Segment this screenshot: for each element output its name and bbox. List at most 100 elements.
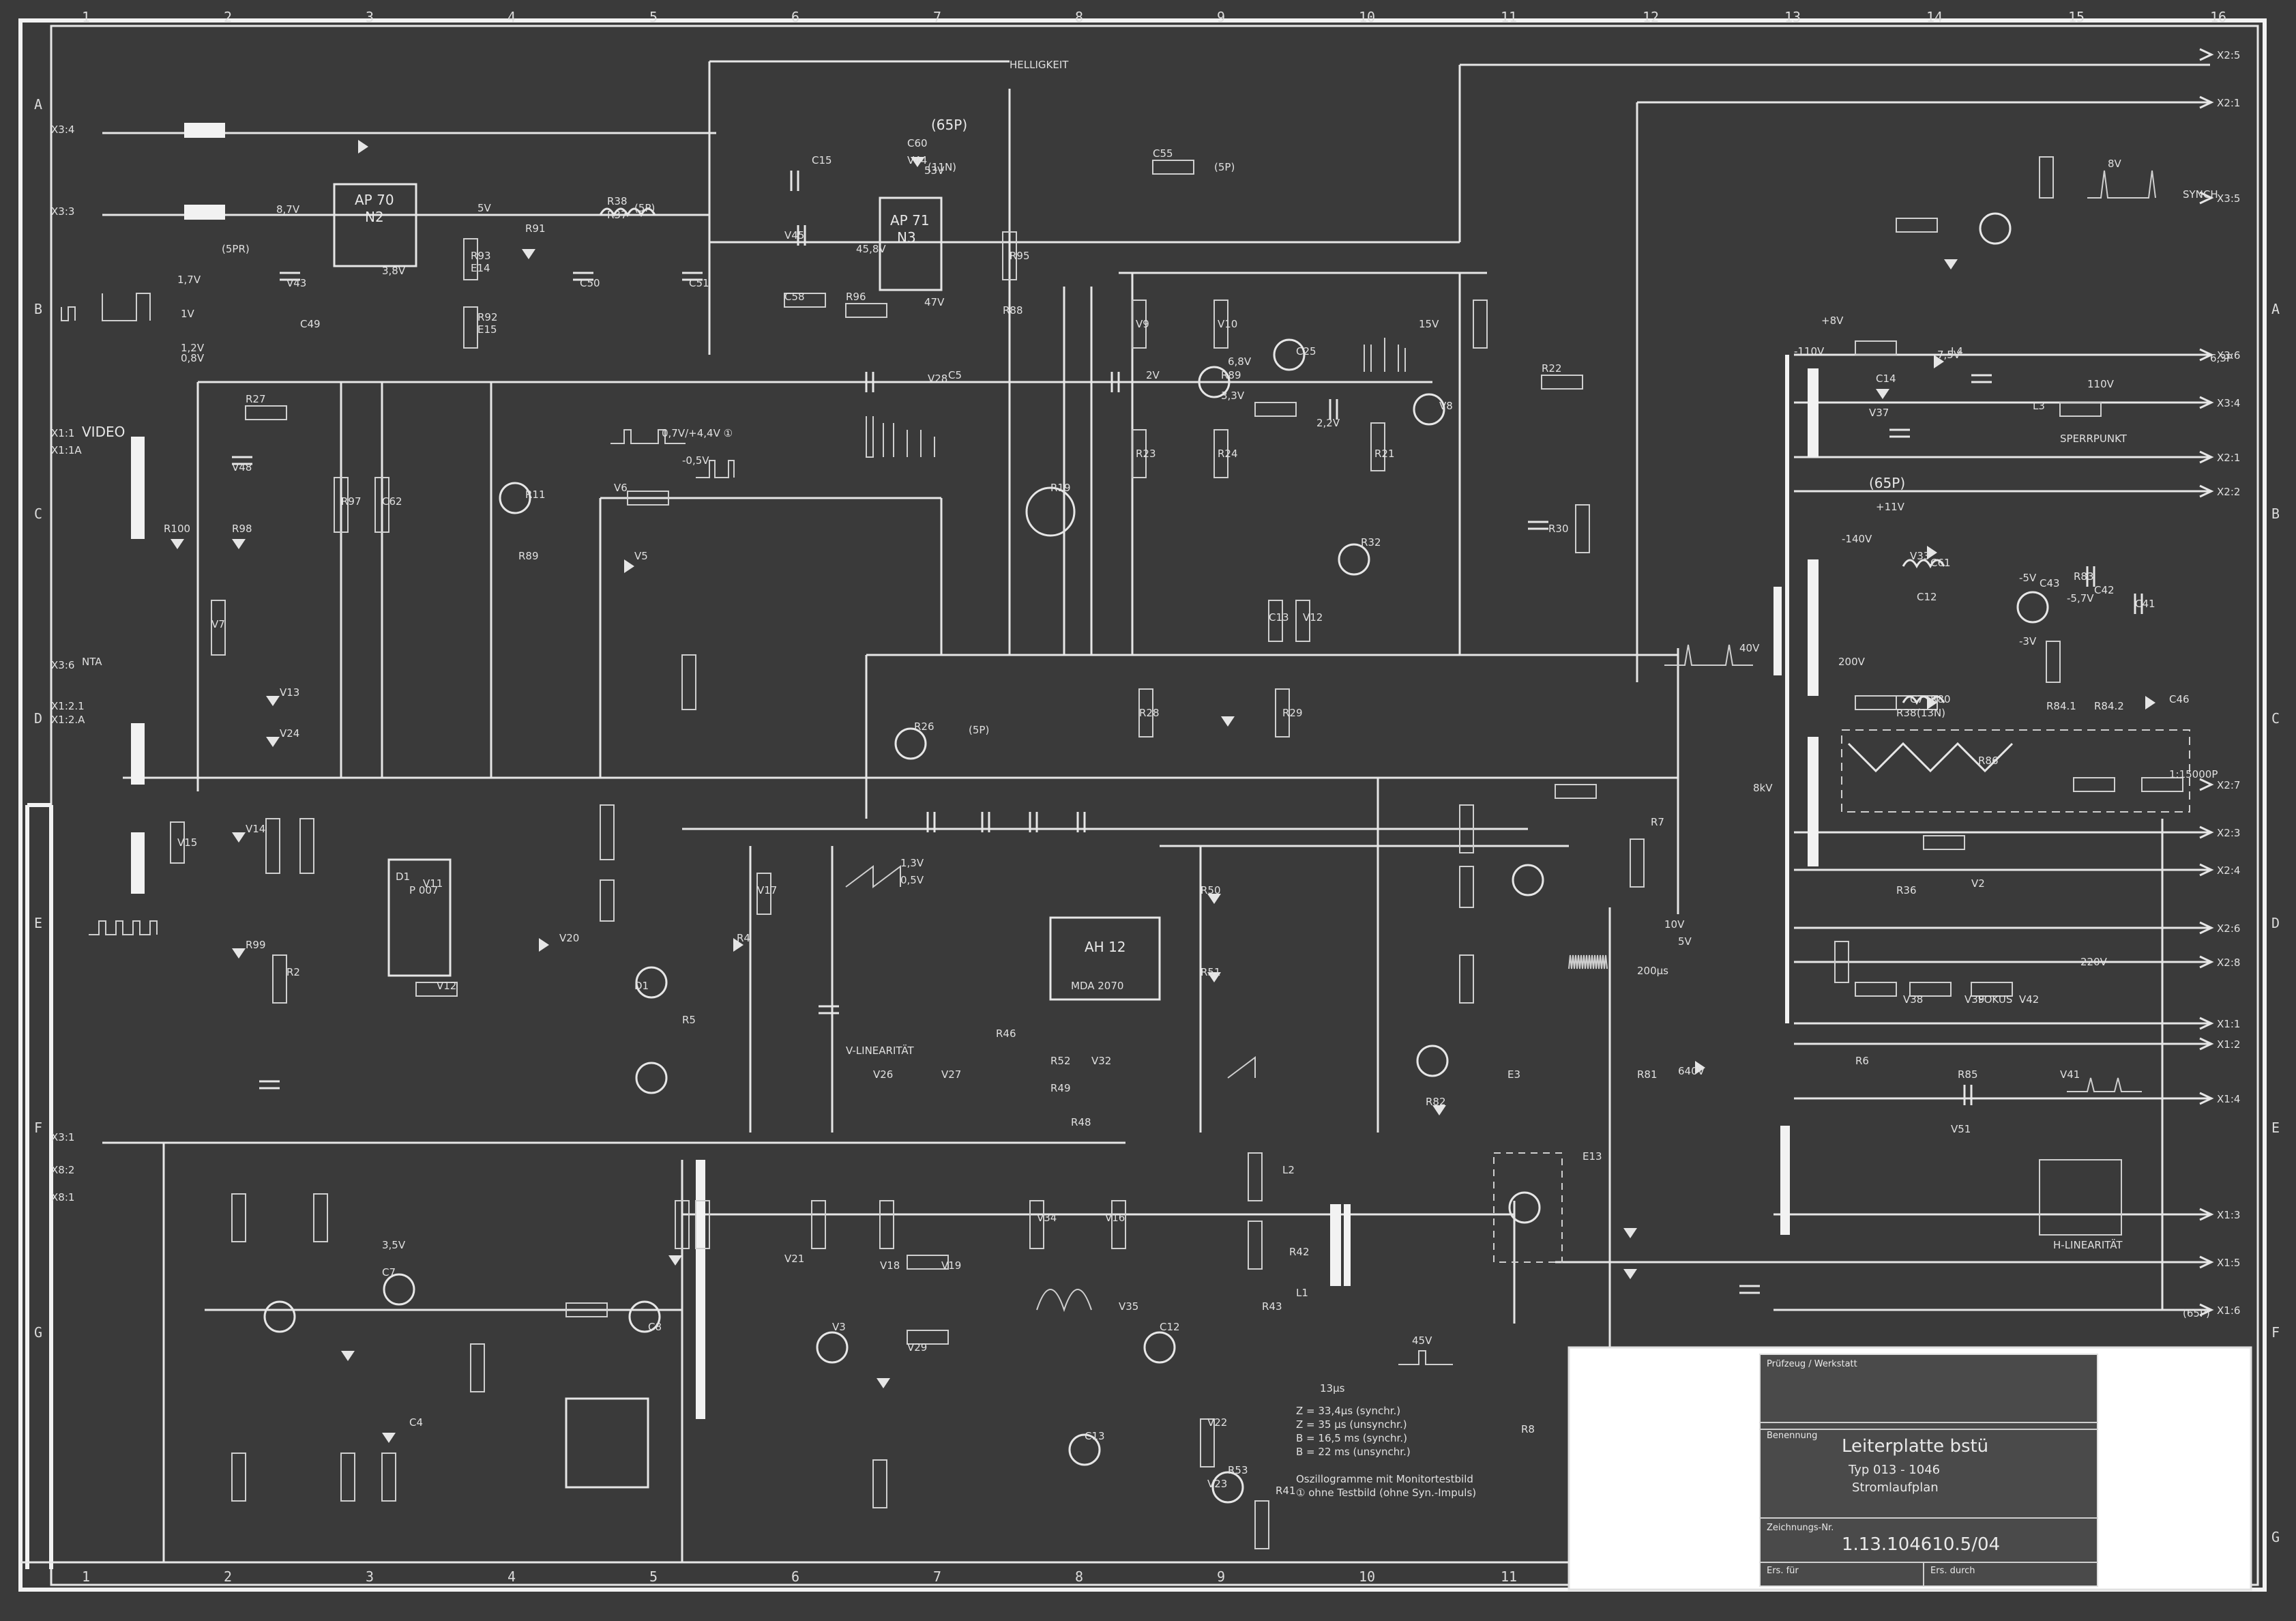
- label-v11: 1,2V: [181, 342, 205, 354]
- resistors: [170, 156, 2183, 1549]
- component-ref-106: V23: [1207, 1478, 1227, 1490]
- component-ref-72: C12: [1917, 591, 1937, 603]
- component-ref-9: V44: [907, 154, 927, 166]
- component-ref-96: C7: [382, 1266, 396, 1279]
- component-ref-117: R80: [1930, 693, 1951, 705]
- component-ref-99: C12: [1160, 1321, 1180, 1333]
- label-v32: 13µs: [1320, 1382, 1345, 1394]
- grid-row-right-G: G: [2271, 1529, 2280, 1545]
- grid-row-right-D: D: [2271, 915, 2280, 931]
- connector-arrow-12: [2199, 1017, 2214, 1030]
- grid-col-bottom-3: 3: [366, 1568, 374, 1585]
- tb-drawing-number: 1.13.104610.5/04: [1842, 1534, 2000, 1555]
- label-v17: 6,3P: [2210, 352, 2233, 364]
- outer-frame: [18, 18, 2267, 1592]
- grid-row-right-B: B: [2271, 506, 2280, 522]
- component-ref-120: L1: [1296, 1287, 1308, 1299]
- component-ref-101: R53: [1228, 1464, 1248, 1476]
- grid-col-bottom-5: 5: [649, 1568, 658, 1585]
- component-ref-8: C60: [907, 137, 928, 149]
- component-ref-53: D1: [634, 980, 649, 992]
- component-ref-113: R41: [1276, 1485, 1296, 1497]
- component-ref-66: R52: [1050, 1055, 1071, 1067]
- component-ref-39: R11: [525, 488, 546, 501]
- label-v16: 7,5V: [1937, 349, 1961, 361]
- connector-left-5: X1:2.1: [51, 700, 85, 712]
- connector-right-13: X1:2: [2217, 1038, 2240, 1051]
- component-ref-42: V6: [614, 482, 628, 494]
- component-ref-64: R50: [1201, 884, 1221, 896]
- waveforms: [61, 170, 2156, 1365]
- component-ref-13: C55: [1153, 147, 1173, 160]
- right-connector-arrows: [2199, 48, 2214, 1317]
- grid-col-bottom-4: 4: [507, 1568, 516, 1585]
- component-ref-45: R98: [232, 523, 252, 535]
- label-v36: 0,5V: [900, 874, 924, 886]
- left-connector-labels: X3:4X3:3X1:1X1:1AX3:6X1:2.1X1:2.AX3:1X8:…: [51, 123, 85, 1203]
- capacitors: [232, 171, 2143, 1294]
- component-ref-1: R92: [477, 311, 498, 323]
- ic-ap70-ref: AP 70: [355, 192, 394, 208]
- grid-col-bottom-11: 11: [1501, 1568, 1517, 1585]
- label-v6: 8,7V: [276, 203, 300, 216]
- label-v1: 0,7V/+4,4V ①: [662, 427, 733, 439]
- label-v35: 2,2V: [1316, 417, 1340, 429]
- component-ref-12: R96: [846, 291, 866, 303]
- grid-col-top-16: 16: [2210, 9, 2226, 25]
- connector-arrow-10: [2199, 921, 2214, 935]
- component-ref-95: C4: [409, 1416, 423, 1429]
- tb-org-label: Prüfzeug / Werkstatt: [1767, 1359, 1857, 1369]
- component-ref-59: V26: [873, 1068, 893, 1081]
- connector-left-2: X1:1: [51, 427, 74, 439]
- component-ref-23: V10: [1218, 318, 1237, 330]
- component-ref-7: C15: [812, 154, 832, 166]
- component-ref-77: V38: [1903, 993, 1923, 1006]
- component-ref-115: R38: [607, 195, 628, 207]
- connector-right-8: X2:3: [2217, 827, 2240, 839]
- connector-arrow-0: [2199, 48, 2214, 61]
- component-ref-18: C5: [948, 369, 962, 381]
- component-ref-54: R2: [286, 966, 300, 978]
- connector-arrow-16: [2199, 1255, 2214, 1269]
- tb-title: Leiterplatte bstü: [1842, 1436, 1988, 1457]
- grid-col-bottom-7: 7: [933, 1568, 941, 1585]
- component-ref-112: R42: [1289, 1246, 1310, 1258]
- grid-col-top-13: 13: [1784, 9, 1801, 25]
- label-v18: 220V: [2080, 956, 2108, 968]
- component-ref-3: V43: [286, 277, 306, 289]
- component-ref-69: C7: [1910, 693, 1924, 705]
- label-v31: 45V: [1412, 1334, 1432, 1347]
- component-ref-29: R32: [1361, 536, 1381, 549]
- component-ref-82: R86: [1978, 755, 1999, 767]
- component-ref-35: R27: [246, 393, 266, 405]
- component-ref-67: V32: [1091, 1055, 1111, 1067]
- component-ref-100: C13: [1085, 1430, 1105, 1442]
- component-ref-49: V14: [246, 823, 265, 835]
- component-ref-10: V45: [784, 229, 804, 242]
- component-ref-46: V13: [280, 686, 299, 699]
- grid-col-top-6: 6: [791, 9, 799, 25]
- legend-line-6: ① ohne Testbild (ohne Syn.-Impuls): [1296, 1487, 1476, 1499]
- component-ref-86: R83: [2074, 570, 2094, 583]
- component-ref-121: L2: [1282, 1164, 1295, 1176]
- label-synch: SYNCH: [2183, 188, 2218, 201]
- ic-ap70-type: N2: [365, 209, 384, 225]
- ic-labels: AP 70 N2 AP 71 N3 AH 12 MDA 2070 D1 P 00…: [355, 192, 1126, 992]
- connector-right-7: X2:7: [2217, 779, 2240, 791]
- label-5p-1: (5P): [634, 202, 655, 214]
- component-ref-48: V15: [177, 836, 197, 849]
- connector-right-11: X2:8: [2217, 956, 2240, 969]
- component-ref-123: E13: [1583, 1150, 1602, 1163]
- label-video: VIDEO: [82, 424, 125, 440]
- grid-col-top-3: 3: [366, 9, 374, 25]
- component-ref-52: V12: [437, 980, 456, 992]
- connector-right-3: X3:6: [2217, 349, 2240, 362]
- label-fokus: FOKUS: [1978, 993, 2012, 1006]
- component-ref-22: V9: [1136, 318, 1149, 330]
- label-v23: 200µs: [1637, 965, 1668, 977]
- label-65p-c: (65P): [2183, 1307, 2210, 1319]
- connector-left-1: X3:3: [51, 205, 74, 218]
- component-ref-58: V17: [757, 884, 777, 896]
